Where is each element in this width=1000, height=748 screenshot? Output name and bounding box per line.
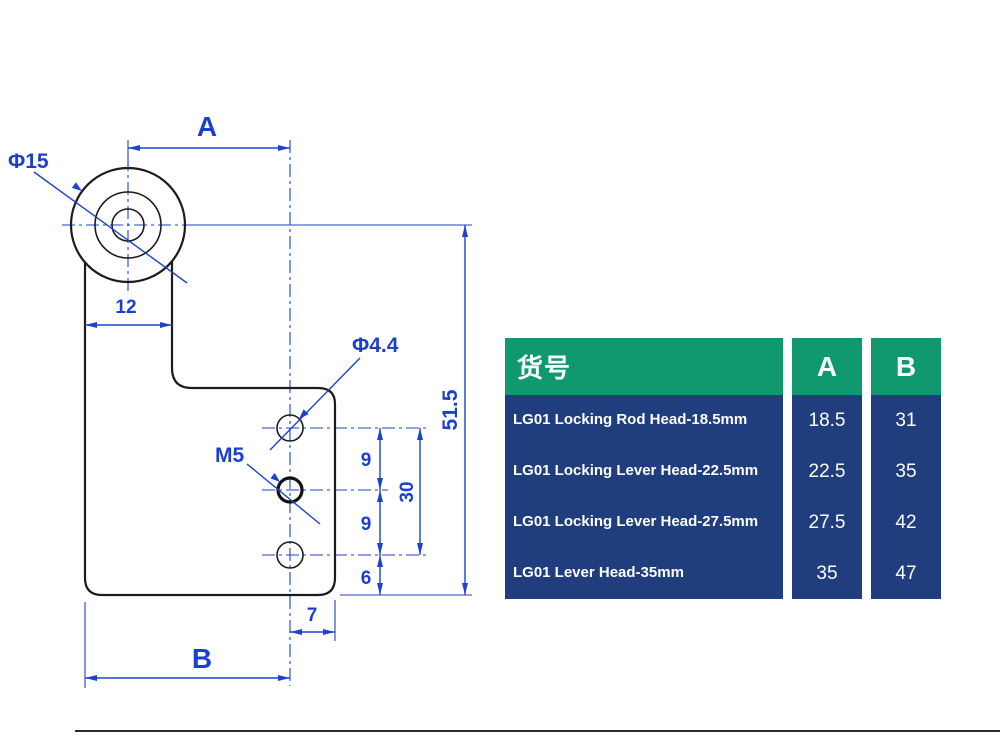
technical-drawing: Φ15 A 12 Φ4.4 M5 9 9 6 30 51.5 <box>8 111 472 688</box>
value-b-cell: 47 <box>895 562 917 584</box>
header-a: A <box>792 338 862 395</box>
dim-12-label: 12 <box>115 297 136 318</box>
dia44-label: Φ4.4 <box>352 334 399 357</box>
hole-top <box>276 414 304 442</box>
value-a-cell: 35 <box>816 562 838 584</box>
column-a-body: 18.5 22.5 27.5 35 <box>792 395 862 599</box>
dim-b-label: B <box>192 643 212 674</box>
value-a-cell: 18.5 <box>808 409 846 431</box>
product-name-cell: LG01 Locking Lever Head-22.5mm <box>513 462 759 480</box>
dim-9a-label: 9 <box>361 450 372 471</box>
column-b: B 31 35 42 47 <box>871 338 941 599</box>
product-table: 货号 LG01 Locking Rod Head-18.5mm LG01 Loc… <box>505 338 941 599</box>
value-a-cell: 27.5 <box>808 511 846 533</box>
dim-515-label: 51.5 <box>439 389 462 430</box>
product-name-cell: LG01 Locking Rod Head-18.5mm <box>513 411 748 429</box>
value-a-cell: 22.5 <box>808 460 846 482</box>
footer-divider <box>75 730 1000 732</box>
product-name-cell: LG01 Lever Head-35mm <box>513 564 684 582</box>
dia15-arrowhead <box>71 182 82 191</box>
value-b-cell: 42 <box>895 511 917 533</box>
column-a: A 18.5 22.5 27.5 35 <box>792 338 862 599</box>
m5-label: M5 <box>215 444 244 467</box>
dia15-leader <box>33 171 188 284</box>
value-b-cell: 35 <box>895 460 917 482</box>
column-item-body: LG01 Locking Rod Head-18.5mm LG01 Lockin… <box>505 395 783 599</box>
column-item: 货号 LG01 Locking Rod Head-18.5mm LG01 Loc… <box>505 338 783 599</box>
dia44-arrowhead <box>299 409 309 419</box>
dim-a-label: A <box>197 111 217 142</box>
boss-middle-circle <box>94 191 162 259</box>
hole-bottom <box>276 541 304 569</box>
m5-arrowhead <box>270 473 280 482</box>
dim-6-label: 6 <box>361 568 372 589</box>
dim-7-label: 7 <box>307 605 318 626</box>
product-name-cell: LG01 Locking Lever Head-27.5mm <box>513 513 759 531</box>
m5-leader <box>246 463 321 525</box>
header-b: B <box>871 338 941 395</box>
dia15-label: Φ15 <box>8 150 49 173</box>
column-b-body: 31 35 42 47 <box>871 395 941 599</box>
dim-30-label: 30 <box>397 481 418 502</box>
dim-9b-label: 9 <box>361 514 372 535</box>
value-b-cell: 31 <box>895 409 917 431</box>
dia44-leader <box>269 357 361 451</box>
plate-outline <box>83 261 337 597</box>
header-item: 货号 <box>505 338 783 395</box>
